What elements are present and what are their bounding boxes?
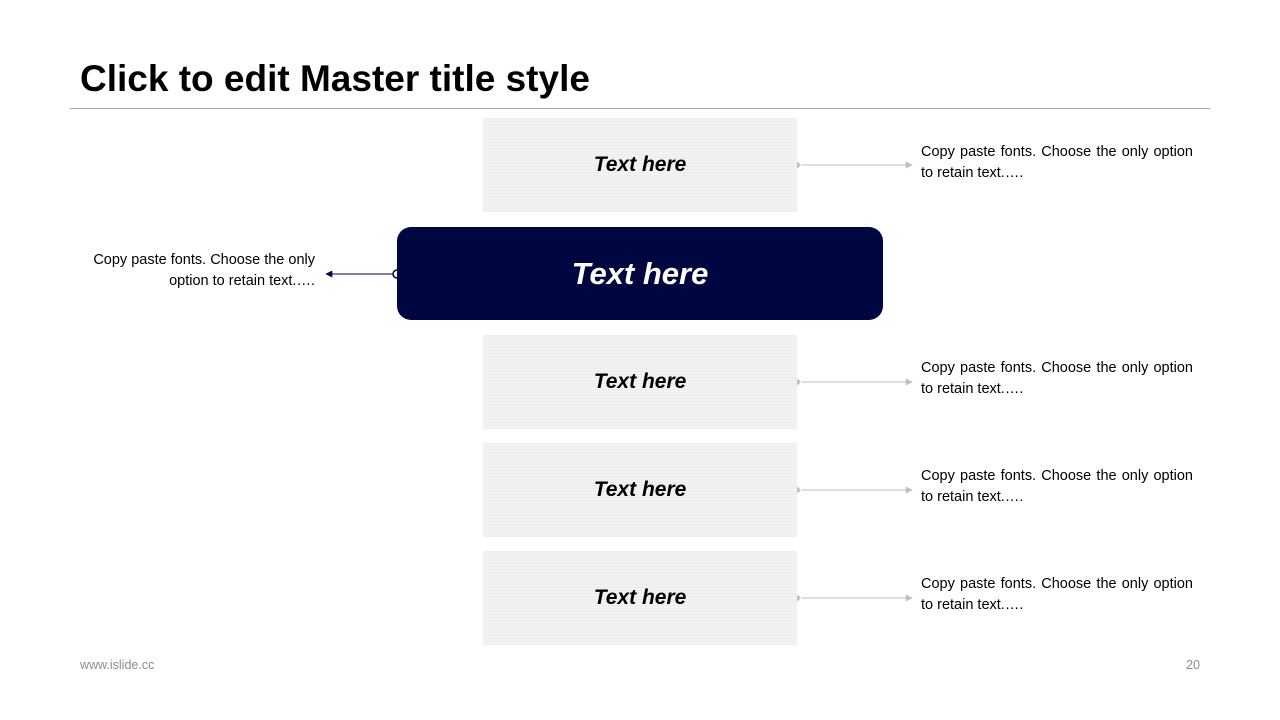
footer-website: www.islide.cc	[80, 658, 155, 672]
connector-item-2	[793, 378, 913, 386]
main-description[interactable]: Copy paste fonts. Choose the only option…	[93, 252, 315, 289]
item-description-1[interactable]: Copy paste fonts. Choose the only option…	[921, 144, 1193, 181]
connector-item-3	[793, 486, 913, 494]
item-box-label: Text here	[593, 586, 687, 609]
item-box-2[interactable]: Text here	[483, 335, 797, 429]
item-box-4[interactable]: Text here	[483, 551, 797, 645]
connector-item-4	[793, 594, 913, 602]
connector-item-1	[793, 161, 913, 169]
item-description-2[interactable]: Copy paste fonts. Choose the only option…	[921, 360, 1193, 397]
connector-main	[325, 269, 402, 279]
item-box-1[interactable]: Text here	[483, 118, 797, 212]
slide-title[interactable]: Click to edit Master title style	[80, 58, 590, 99]
item-box-3[interactable]: Text here	[483, 443, 797, 537]
item-description-4[interactable]: Copy paste fonts. Choose the only option…	[921, 576, 1193, 613]
title-divider	[70, 108, 1210, 109]
item-description-3[interactable]: Copy paste fonts. Choose the only option…	[921, 468, 1193, 505]
item-box-label: Text here	[593, 153, 687, 176]
item-box-label: Text here	[593, 370, 687, 393]
main-box-label: Text here	[571, 255, 709, 291]
main-box[interactable]: Text here	[397, 227, 883, 320]
item-box-label: Text here	[593, 478, 687, 501]
footer-page-number: 20	[1186, 658, 1200, 672]
